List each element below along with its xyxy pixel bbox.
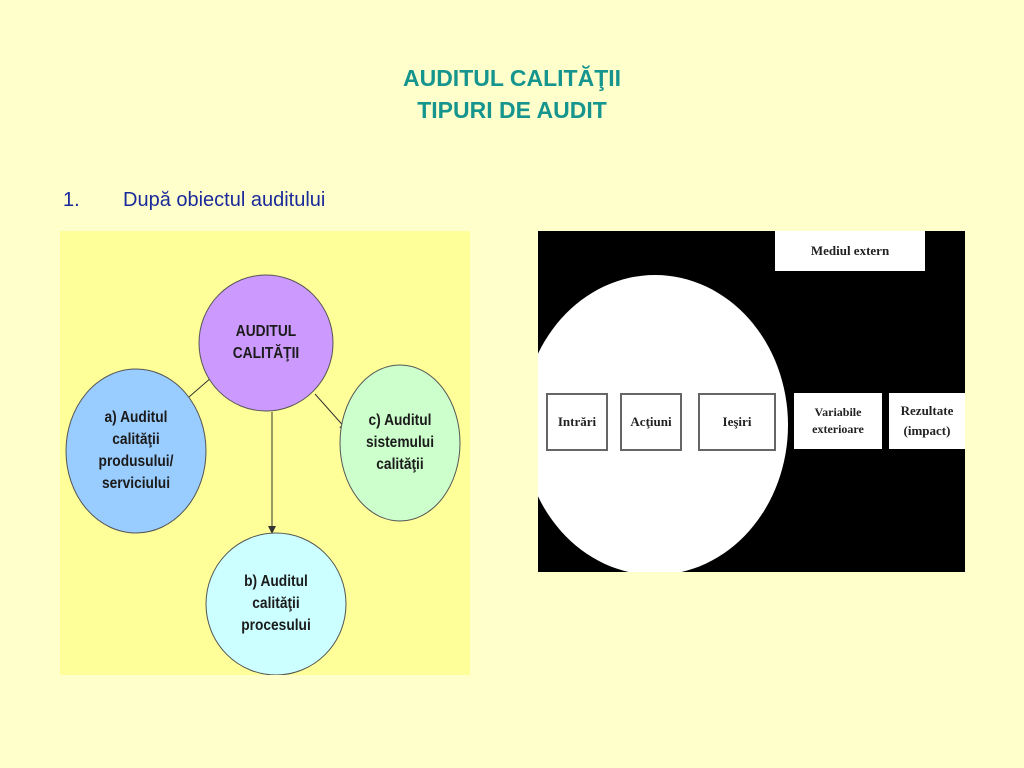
audit-types-diagram: AUDITUL CALITĂŢII a) Auditul calităţii p…	[60, 231, 470, 675]
audit-model-diagram: Mediul extern Intrări Acţiuni Ieşiri Var…	[538, 231, 965, 572]
label-quality-audit: AUDITUL CALITĂŢII	[232, 323, 300, 362]
title-line-1: AUDITUL CALITĂŢII	[402, 65, 622, 91]
list-item-criteria: 1. După obiectul auditului	[63, 186, 325, 214]
box-results: Rezultate (impact)	[889, 393, 965, 449]
box-external-variables: Variabile exterioare	[794, 393, 882, 449]
box-actions: Acţiuni	[620, 393, 682, 451]
circle-system-audit	[339, 364, 461, 522]
slide-title: AUDITUL CALITĂŢII TIPURI DE AUDIT	[0, 62, 1024, 126]
label-system-audit: c) Auditul sistemului calităţii	[365, 412, 435, 473]
list-text: După obiectul auditului	[123, 189, 326, 211]
box-outputs: Ieşiri	[698, 393, 776, 451]
circle-product-audit	[65, 368, 207, 534]
label-product-audit: a) Auditul calităţii produsului/ servici…	[98, 409, 174, 492]
box-inputs: Intrări	[546, 393, 608, 451]
diagram-shapes	[65, 274, 461, 675]
circle-process-audit	[205, 532, 347, 675]
box-external-environment: Mediul extern	[775, 231, 925, 271]
title-line-2: TIPURI DE AUDIT	[417, 97, 607, 123]
circle-quality-audit	[198, 274, 334, 412]
list-number: 1.	[63, 189, 80, 211]
label-process-audit: b) Auditul calităţii procesului	[241, 573, 311, 634]
